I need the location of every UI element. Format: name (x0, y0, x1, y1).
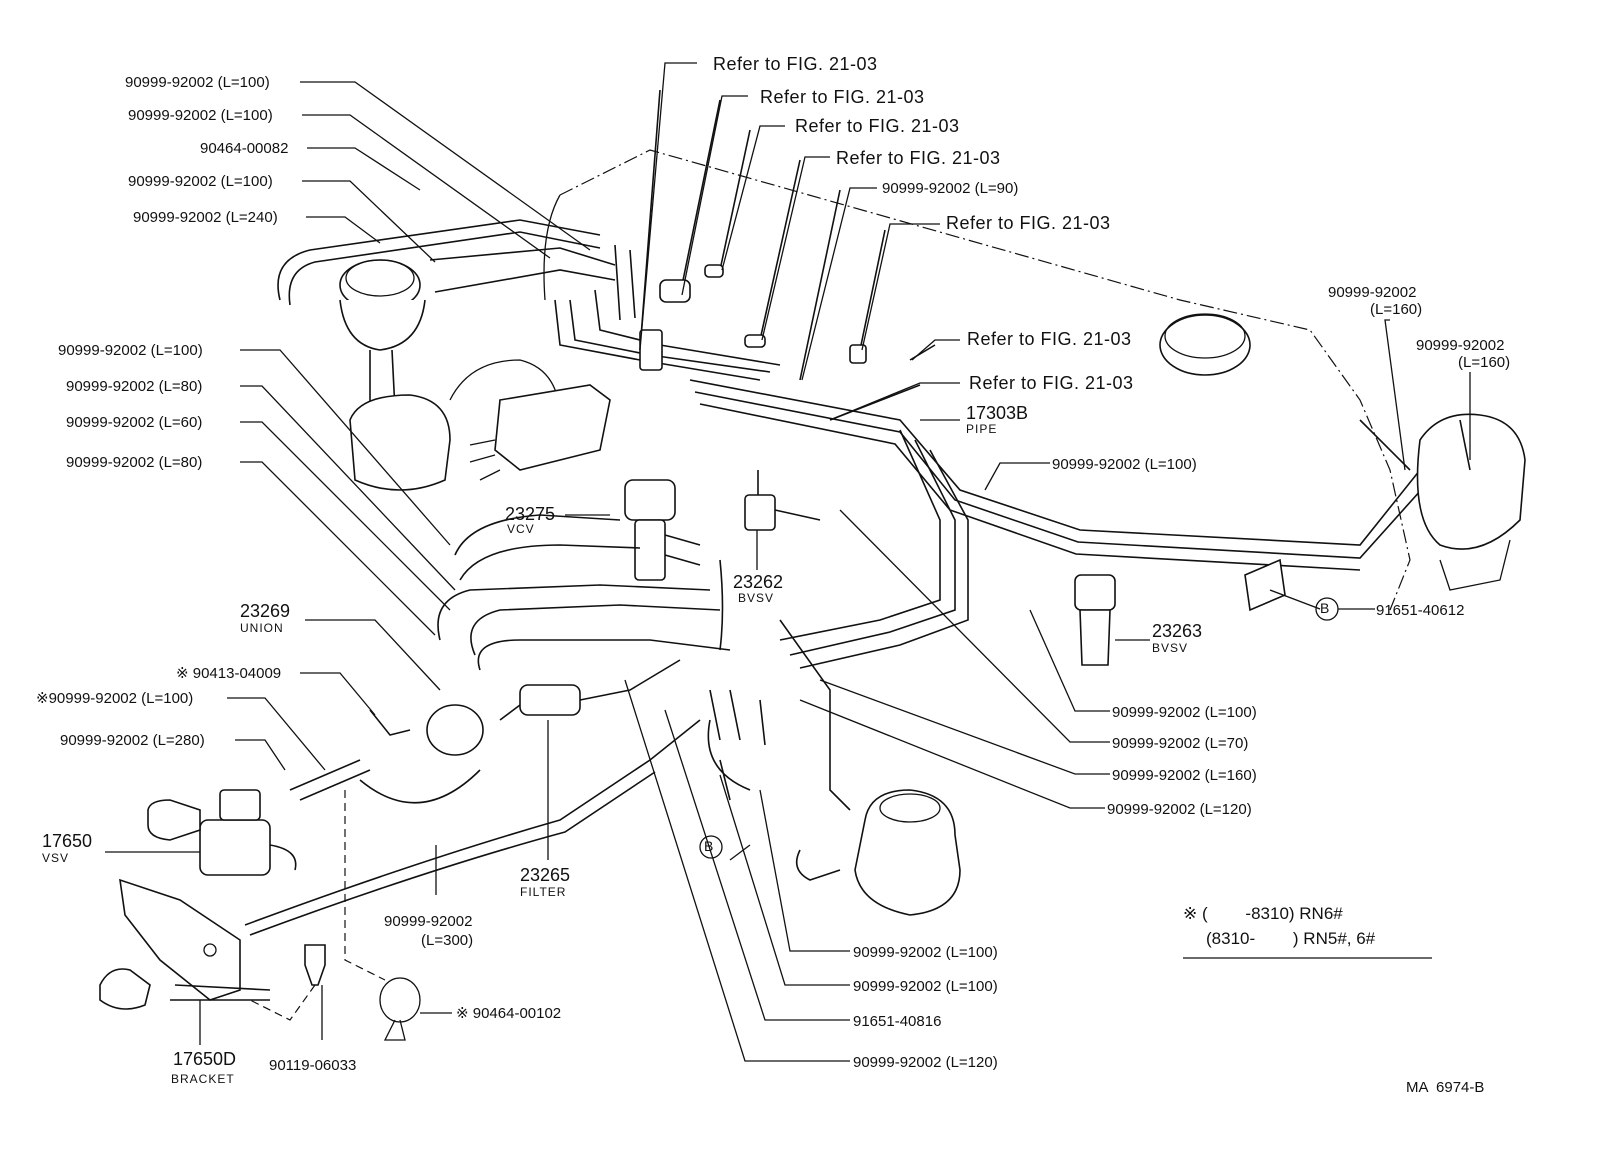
callout-hose-top-2: 90999-92002 (L=100) (128, 107, 273, 124)
callout-clamp-90464-00102: ※ 90464-00102 (456, 1005, 562, 1022)
callout-hose-r160a-part: 90999-92002 (1328, 284, 1417, 301)
callout-part-91651-40612: 91651-40612 (1376, 602, 1465, 619)
callout-vsv-name: VSV (42, 851, 70, 865)
callout-vcv-name: VCV (507, 522, 535, 536)
callout-refer-fig-5: Refer to FIG. 21-03 (946, 213, 1111, 233)
engine-outline-left (543, 194, 561, 301)
callout-bolt-90119: 90119-06033 (269, 1057, 357, 1074)
callout-hose-left-80a: 90999-92002 (L=80) (66, 378, 203, 395)
callout-hose-b100b: 90999-92002 (L=100) (853, 978, 998, 995)
bolt-90119 (304, 944, 326, 986)
filter-23265 (519, 684, 581, 716)
bvsv-23262 (744, 494, 776, 531)
callout-hose-top-3: 90999-92002 (L=100) (128, 173, 273, 190)
callout-hose-300-part: 90999-92002 (384, 913, 473, 930)
callout-union-number: 23269 (240, 601, 291, 621)
callout-hose-r160: 90999-92002 (L=160) (1112, 767, 1257, 784)
callout-hose-r160b-part: 90999-92002 (1416, 337, 1505, 354)
distributor-body (349, 394, 451, 491)
callout-hose-r70: 90999-92002 (L=70) (1112, 735, 1249, 752)
vsv-17650 (199, 819, 271, 876)
bracket-17650D (119, 878, 241, 1001)
note-line-2: (8310- ) RN5#, 6# (1206, 929, 1376, 948)
callout-refer-fig-2: Refer to FIG. 21-03 (760, 87, 925, 107)
callout-hose-r120: 90999-92002 (L=120) (1107, 801, 1252, 818)
marker-b-lower (699, 835, 723, 859)
long-hose-300 (244, 719, 701, 926)
callout-filter-name: FILTER (520, 885, 567, 899)
callout-bvsv2-number: 23263 (1152, 621, 1203, 641)
callout-hose-left-100: 90999-92002 (L=100) (58, 342, 203, 359)
callout-bvsv1-name: BVSV (738, 591, 775, 605)
callout-hose-left-60: 90999-92002 (L=60) (66, 414, 203, 431)
hose-clamp-90464-00102 (379, 977, 421, 1023)
callout-refer-fig-4: Refer to FIG. 21-03 (836, 148, 1001, 168)
callout-hose-mid-100: 90999-92002 (L=100) (1052, 456, 1197, 473)
figure-id: MA 6974-B (1406, 1079, 1485, 1096)
callout-filter-number: 23265 (520, 865, 571, 885)
callout-hose-b120: 90999-92002 (L=120) (853, 1054, 998, 1071)
marker-b-right-label: B (1320, 600, 1330, 616)
callout-hose-top-1: 90999-92002 (L=100) (125, 74, 270, 91)
marker-b-lower-label: B (704, 838, 714, 854)
note-line-1: ※ ( -8310) RN6# (1183, 904, 1343, 923)
pipe-harness (689, 379, 1421, 546)
callout-refer-fig-6: Refer to FIG. 21-03 (967, 329, 1132, 349)
lower-right-diaphragm (854, 789, 961, 916)
union-23269 (426, 704, 484, 756)
callout-refer-fig-1: Refer to FIG. 21-03 (713, 54, 878, 74)
leader-lines (105, 62, 1471, 1062)
callout-hose-left-100-marked: ※90999-92002 (L=100) (36, 690, 194, 707)
carburetor (494, 384, 611, 471)
callout-hose-240: 90999-92002 (L=240) (133, 209, 278, 226)
callout-hose-left-80b: 90999-92002 (L=80) (66, 454, 203, 471)
callout-hose-r100: 90999-92002 (L=100) (1112, 704, 1257, 721)
callout-hose-r160a-length: (L=160) (1370, 301, 1423, 318)
right-vacuum-unit (1416, 413, 1526, 550)
callout-part-91651-40816: 91651-40816 (853, 1013, 942, 1030)
callout-bvsv2-name: BVSV (1152, 641, 1189, 655)
marker-b-right (1315, 597, 1339, 621)
callout-part-90413: ※ 90413-04009 (176, 665, 282, 682)
engine-outline (559, 149, 1411, 611)
callout-hose-r160b-length: (L=160) (1458, 354, 1511, 371)
callout-refer-fig-7: Refer to FIG. 21-03 (969, 373, 1134, 393)
callout-clamp-90464-00082: 90464-00082 (200, 140, 289, 157)
callout-vsv-number: 17650 (42, 831, 93, 851)
callout-refer-fig-3: Refer to FIG. 21-03 (795, 116, 960, 136)
vcv-valve (624, 479, 676, 521)
bvsv-23263 (1074, 574, 1116, 611)
callout-hose-b100a: 90999-92002 (L=100) (853, 944, 998, 961)
callout-bracket-number: 17650D (173, 1049, 237, 1069)
callout-pipe-number: 17303B (966, 403, 1029, 423)
callout-hose-280: 90999-92002 (L=280) (60, 732, 205, 749)
callout-bracket-name: BRACKET (171, 1072, 235, 1086)
callout-bvsv1-number: 23262 (733, 572, 784, 592)
callout-pipe-name: PIPE (966, 422, 998, 436)
callout-hose-90: 90999-92002 (L=90) (882, 180, 1019, 197)
hose-bundle-top (277, 219, 601, 301)
callout-union-name: UNION (240, 621, 284, 635)
air-cleaner-cap (1159, 314, 1251, 376)
callout-hose-300-length: (L=300) (421, 932, 474, 949)
callout-vcv-number: 23275 (505, 504, 556, 524)
